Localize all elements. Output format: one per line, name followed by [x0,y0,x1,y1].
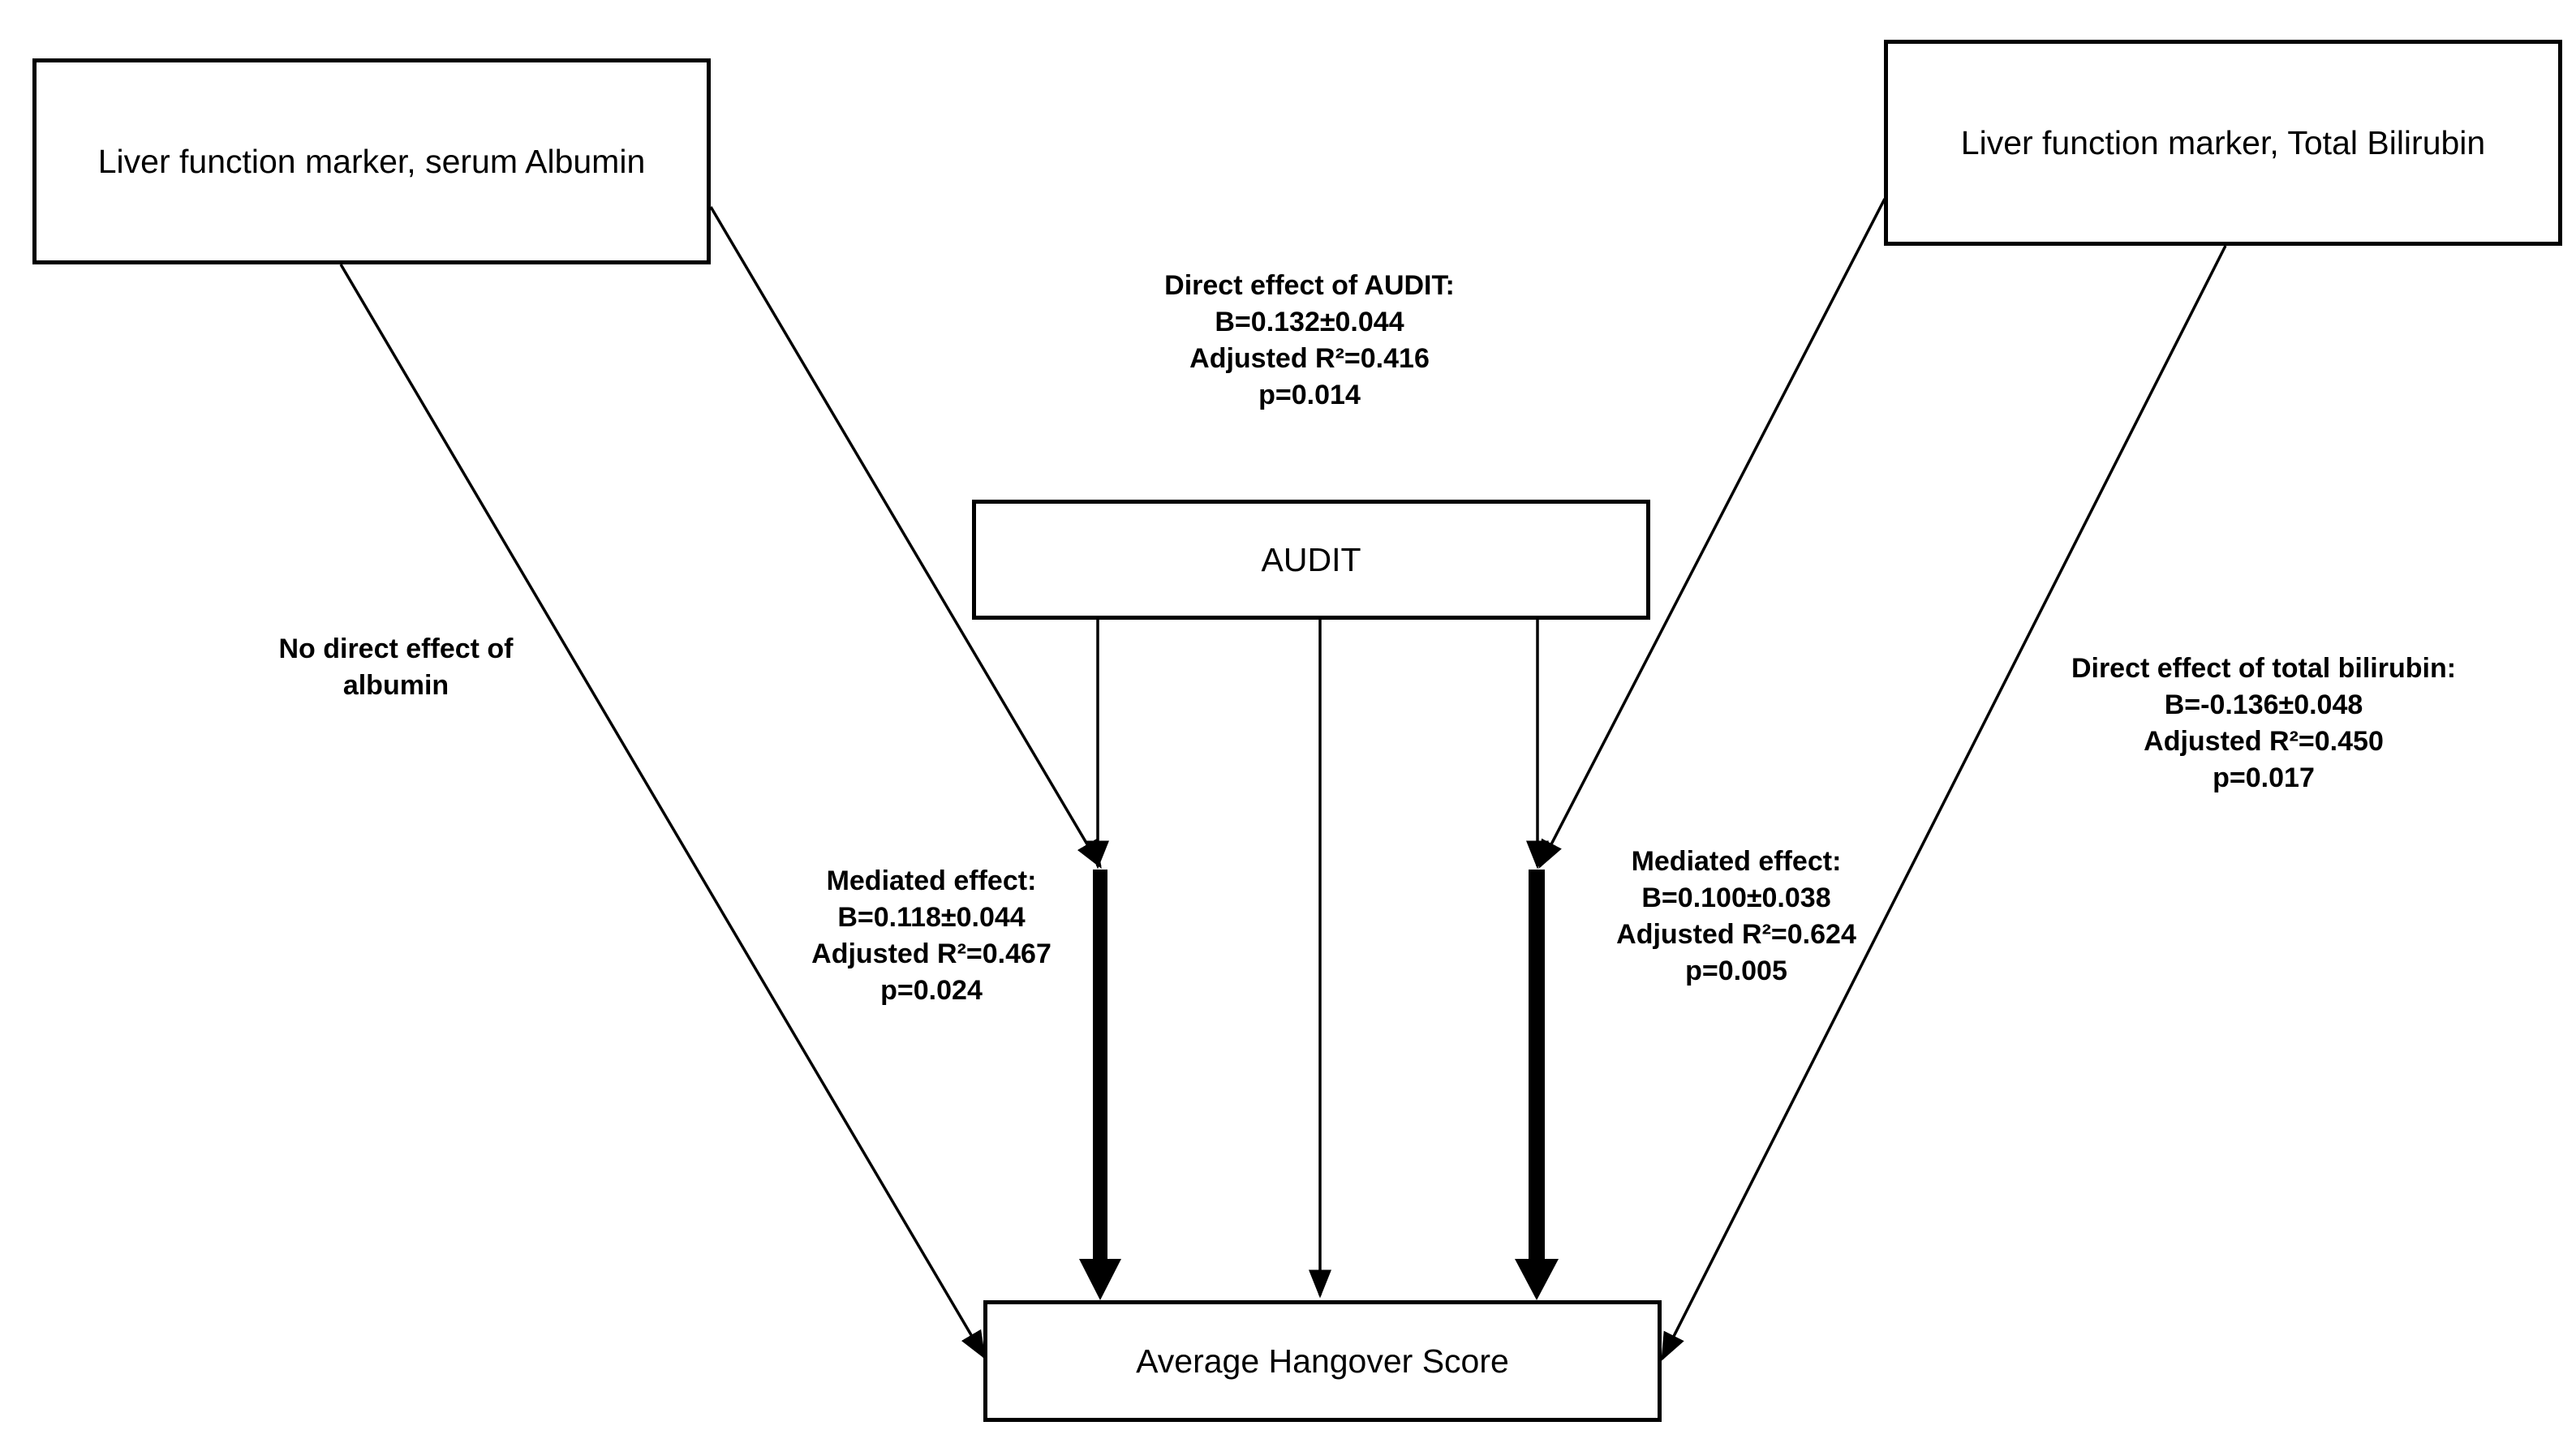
annotation-b: B=-0.136±0.048 [2164,689,2363,720]
annotation-p: p=0.005 [1685,956,1787,986]
no-direct-effect-albumin-annotation: No direct effect of albumin [193,631,599,704]
annotation-title: Direct effect of AUDIT: [1164,270,1455,301]
audit-box: AUDIT [972,500,1650,620]
annotation-p: p=0.017 [2213,762,2315,793]
annotation-p: p=0.014 [1258,380,1361,410]
annotation-line2: albumin [342,670,449,701]
bilirubin-marker-box: Liver function marker, Total Bilirubin [1884,40,2562,246]
edge-bilirubin-mediator [1538,198,1886,870]
albumin-marker-box: Liver function marker, serum Albumin [32,58,711,264]
annotation-title: Mediated effect: [1631,846,1842,877]
bilirubin-marker-label: Liver function marker, Total Bilirubin [1960,123,2486,161]
annotation-b: B=0.132±0.044 [1215,307,1404,337]
edge-albumin-hangover [339,264,986,1360]
hangover-score-label: Average Hangover Score [1136,1342,1509,1380]
annotation-r2: Adjusted R²=0.467 [811,938,1051,969]
direct-effect-audit-annotation: Direct effect of AUDIT: B=0.132±0.044 Ad… [1066,268,1553,414]
albumin-marker-label: Liver function marker, serum Albumin [97,142,646,180]
annotation-r2: Adjusted R²=0.624 [1616,919,1856,950]
mediated-arrow-left [1079,870,1121,1300]
annotation-title: Mediated effect: [826,865,1037,896]
annotation-p: p=0.024 [880,975,983,1006]
edge-bilirubin-hangover [1661,245,2227,1362]
mediated-effect-bilirubin-annotation: Mediated effect: B=0.100±0.038 Adjusted … [1542,844,1931,990]
annotation-title: Direct effect of total bilirubin: [2071,653,2457,684]
audit-label: AUDIT [1261,540,1361,578]
edge-albumin-mediator [709,206,1102,870]
annotation-r2: Adjusted R²=0.416 [1189,343,1430,374]
annotation-r2: Adjusted R²=0.450 [2144,726,2384,757]
direct-effect-bilirubin-annotation: Direct effect of total bilirubin: B=-0.1… [2004,651,2523,797]
mediated-effect-albumin-annotation: Mediated effect: B=0.118±0.044 Adjusted … [769,863,1094,1009]
hangover-score-box: Average Hangover Score [983,1300,1662,1422]
annotation-b: B=0.118±0.044 [837,902,1026,933]
annotation-line1: No direct effect of [278,633,514,664]
annotation-b: B=0.100±0.038 [1641,883,1831,913]
mediated-arrow-right [1515,870,1559,1300]
